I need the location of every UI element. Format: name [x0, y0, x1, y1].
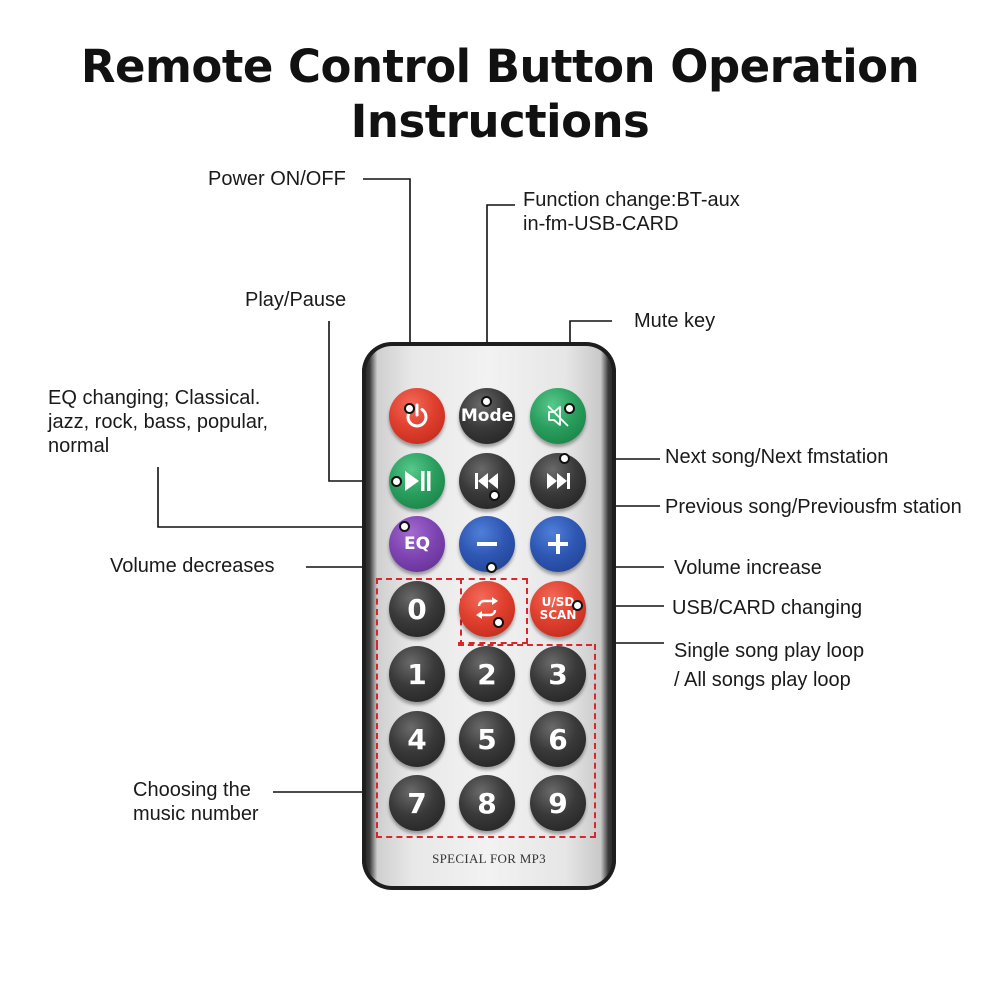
digit-0-button[interactable]: 0: [389, 581, 445, 637]
label-previous: Previous song/Previousfm station: [665, 496, 962, 518]
loop-button[interactable]: [459, 581, 515, 637]
mode-button-label: Mode: [460, 406, 514, 426]
digit-2-button[interactable]: 2: [459, 646, 515, 702]
usd-label: U/SD: [541, 595, 575, 609]
label-loop-line-2: / All songs play loop: [674, 669, 851, 691]
digit-label: 2: [477, 657, 497, 691]
power-callout-dot: [404, 403, 415, 414]
label-loop-line-1: Single song play loop: [674, 640, 865, 662]
eq-callout-line: [157, 467, 404, 528]
function-callout-line: [486, 204, 515, 408]
loop-key-highlight: [458, 578, 528, 644]
mute-icon: [547, 405, 569, 427]
next-button[interactable]: [530, 453, 586, 509]
label-eq-line-1: EQ changing; Classical.: [48, 387, 261, 409]
digit-4-button[interactable]: 4: [389, 711, 445, 767]
loop-callout-dot: [493, 617, 504, 628]
volume-up-button[interactable]: [530, 516, 586, 572]
vol-down-callout-dot: [486, 562, 497, 573]
digit-3-button[interactable]: 3: [530, 646, 586, 702]
label-eq-line-3: normal: [48, 435, 110, 457]
power-icon: [406, 403, 428, 428]
label-choose-line-1: Choosing the: [133, 779, 251, 801]
digit-label: 4: [407, 722, 427, 756]
label-choose-line-2: music number: [133, 803, 259, 825]
previous-button[interactable]: [459, 453, 515, 509]
digit-label: 1: [407, 657, 427, 691]
digit-label: 0: [407, 592, 427, 626]
digit-label: 7: [407, 786, 427, 820]
number-keys-highlight-top-right: [458, 644, 592, 646]
function-callout-dot: [481, 396, 492, 407]
label-volume-down: Volume decreases: [110, 555, 275, 577]
digit-label: 8: [477, 786, 497, 820]
mute-callout-dot: [564, 403, 575, 414]
page-title-line-2: Instructions: [350, 95, 650, 148]
mute-button[interactable]: [530, 388, 586, 444]
usd-scan-label: U/SD SCAN: [540, 596, 577, 622]
minus-icon: [477, 542, 497, 546]
digit-5-button[interactable]: 5: [459, 711, 515, 767]
label-usb-card: USB/CARD changing: [672, 597, 863, 619]
play-pause-callout-dot: [391, 476, 402, 487]
next-callout-dot: [559, 453, 570, 464]
eq-callout-dot: [399, 521, 410, 532]
digit-label: 6: [548, 722, 568, 756]
label-mute: Mute key: [634, 310, 716, 332]
next-icon: [547, 473, 570, 489]
label-eq-line-2: jazz, rock, bass, popular,: [48, 411, 269, 433]
label-function-line-1: Function change:BT-aux: [523, 189, 740, 211]
label-play-pause: Play/Pause: [245, 289, 347, 311]
loop-icon: [476, 597, 498, 619]
digit-label: 5: [477, 722, 497, 756]
digit-label: 3: [548, 657, 568, 691]
usb-callout-dot: [572, 600, 583, 611]
page-title-line-1: Remote Control Button Operation: [80, 40, 920, 93]
digit-8-button[interactable]: 8: [459, 775, 515, 831]
digit-6-button[interactable]: 6: [530, 711, 586, 767]
digit-7-button[interactable]: 7: [389, 775, 445, 831]
previous-callout-dot: [489, 490, 500, 501]
play-pause-icon: [405, 471, 431, 491]
label-power: Power ON/OFF: [208, 168, 346, 190]
eq-button[interactable]: EQ: [389, 516, 445, 572]
digit-label: 9: [548, 786, 568, 820]
digit-1-button[interactable]: 1: [389, 646, 445, 702]
label-next: Next song/Next fmstation: [665, 446, 889, 468]
plus-icon: [548, 534, 568, 554]
eq-button-label: EQ: [403, 534, 431, 554]
power-callout-line: [363, 178, 411, 408]
digit-9-button[interactable]: 9: [530, 775, 586, 831]
label-function-line-2: in-fm-USB-CARD: [523, 213, 679, 235]
remote-brand-text: SPECIAL FOR MP3: [432, 851, 546, 866]
power-button[interactable]: [389, 388, 445, 444]
number-keys-highlight-lower: [376, 644, 596, 838]
scan-label: SCAN: [539, 608, 577, 622]
label-volume-up: Volume increase: [674, 557, 822, 579]
previous-icon: [475, 473, 498, 489]
